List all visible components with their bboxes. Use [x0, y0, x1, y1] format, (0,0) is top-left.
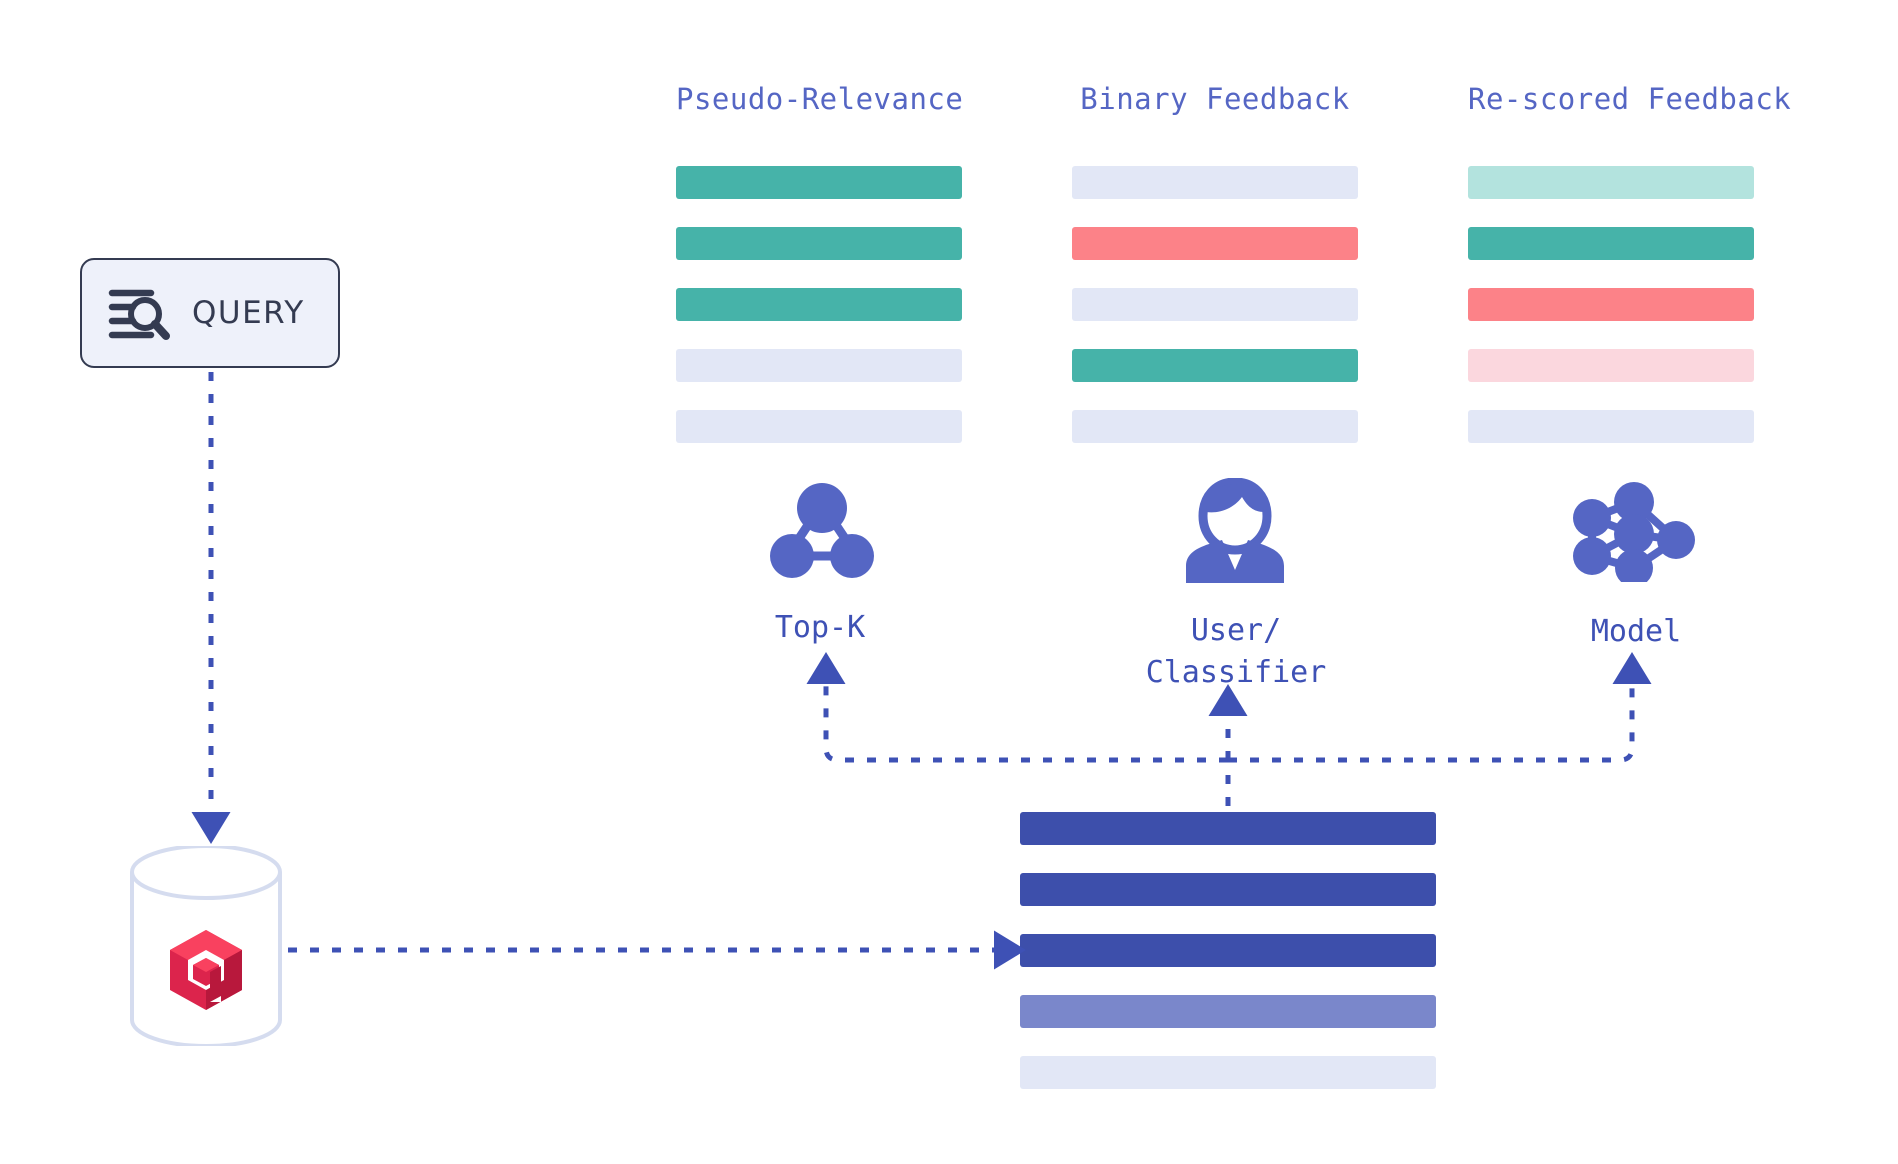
results-bar-stack	[1020, 812, 1436, 1117]
bar-item	[676, 288, 962, 321]
actor-label-top-k: Top-K	[774, 610, 866, 645]
result-bar-item	[1020, 873, 1436, 906]
bar-item	[676, 410, 962, 443]
bar-stack-pseudo-relevance	[676, 166, 962, 471]
result-bar-item	[1020, 934, 1436, 967]
bar-item	[676, 227, 962, 260]
neural-network-icon	[1572, 482, 1700, 587]
bar-item	[1072, 227, 1358, 260]
bar-item	[676, 349, 962, 382]
actor-label-model: Model	[1590, 614, 1682, 649]
query-label: QUERY	[192, 295, 305, 331]
column-header-binary-feedback: Binary Feedback	[1080, 82, 1350, 116]
qdrant-logo-icon	[170, 930, 242, 1014]
search-lines-icon	[108, 285, 170, 341]
bar-item	[1468, 227, 1754, 260]
bar-item	[1468, 349, 1754, 382]
user-person-icon	[1182, 477, 1288, 587]
graph-nodes-icon	[770, 480, 874, 584]
result-bar-item	[1020, 1056, 1436, 1089]
bar-item	[1072, 349, 1358, 382]
bar-item	[1072, 410, 1358, 443]
bar-item	[1468, 166, 1754, 199]
query-box[interactable]: QUERY	[80, 258, 340, 368]
column-header-re-scored-feedback: Re-scored Feedback	[1468, 82, 1792, 116]
actor-label-user-classifier: User/ Classifier	[1145, 613, 1327, 690]
bar-item	[1468, 288, 1754, 321]
bar-item	[1072, 288, 1358, 321]
result-bar-item	[1020, 812, 1436, 845]
bar-stack-re-scored-feedback	[1468, 166, 1754, 471]
bar-item	[1468, 410, 1754, 443]
result-bar-item	[1020, 995, 1436, 1028]
bar-stack-binary-feedback	[1072, 166, 1358, 471]
bar-item	[1072, 166, 1358, 199]
bar-item	[676, 166, 962, 199]
column-header-pseudo-relevance: Pseudo-Relevance	[676, 82, 964, 116]
